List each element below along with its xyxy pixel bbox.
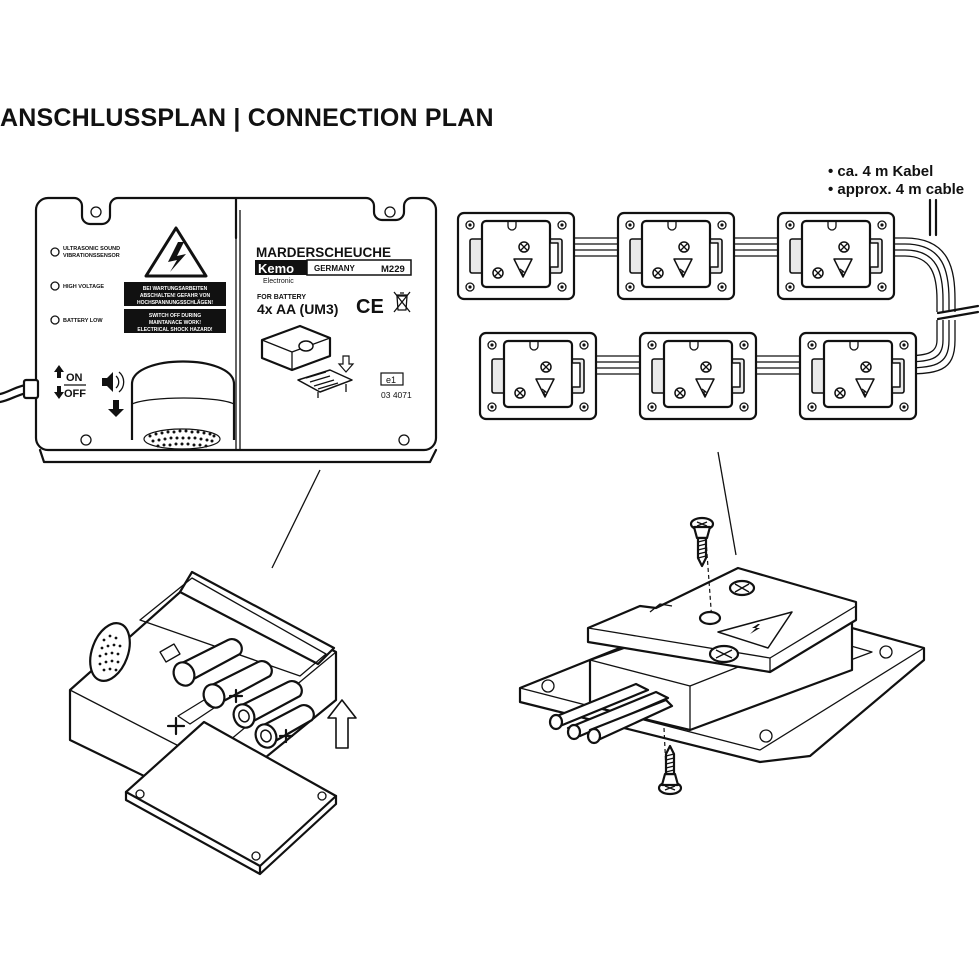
cable-note-en: approx. 4 m cable: [828, 181, 964, 199]
battery-detail: [68, 570, 357, 876]
screw-icon: [657, 744, 683, 796]
e-mark: e1: [386, 375, 396, 385]
ultrasonic-label-2: VIBRATIONSSENSOR: [63, 253, 120, 259]
arrow-down-icon: [108, 400, 124, 417]
screw-icon: [689, 516, 715, 568]
battery-heading: FOR BATTERY: [257, 294, 306, 301]
product-name: MARDERSCHEUCHE: [256, 245, 391, 260]
warning-de-2: ABSCHALTEN! GEFAHR VON: [140, 293, 211, 299]
ce-mark: CE: [356, 296, 384, 318]
warning-en-3: ELECTRICAL SHOCK HAZARD!: [137, 327, 213, 333]
model-number: M229: [381, 264, 405, 275]
battery-compartment-sketch: [260, 324, 355, 398]
high-voltage-led: [50, 281, 60, 291]
ultrasonic-led: [50, 247, 60, 257]
warning-en-2: MAINTANACE WORK!: [149, 320, 201, 326]
page-title: ANSCHLUSSPLAN | CONNECTION PLAN: [0, 104, 494, 132]
electrode-detail: [518, 516, 926, 796]
power-switch: ON OFF: [54, 365, 86, 400]
switch-off-label: OFF: [64, 388, 86, 400]
warning-de-1: BEI WARTUNGSARBEITEN: [143, 286, 208, 292]
switch-on-label: ON: [66, 372, 83, 384]
sensor-dome: [130, 360, 236, 450]
speaker-icon: [102, 371, 125, 393]
country-label: GERMANY: [314, 264, 356, 273]
electrode-chain: [456, 198, 980, 421]
ultrasonic-label-1: ULTRASONIC SOUND: [63, 246, 120, 252]
brand-sub: Electronic: [263, 278, 294, 285]
battery-low-label: BATTERY LOW: [63, 318, 103, 324]
warning-de-3: HOCHSPANNUNGSSCHLÄGEN!: [137, 299, 213, 306]
high-voltage-icon: [144, 226, 208, 278]
warning-en-1: SWITCH OFF DURING: [149, 313, 201, 319]
deterrent-device: ULTRASONIC SOUND VIBRATIONSSENSOR HIGH V…: [0, 196, 438, 464]
weee-bin-icon: [393, 291, 411, 313]
high-voltage-label: HIGH VOLTAGE: [63, 284, 104, 290]
cable-length-note: ca. 4 m Kabel approx. 4 m cable: [828, 163, 964, 199]
approval-number: 03 4071: [381, 390, 412, 400]
battery-type: 4x AA (UM3): [257, 301, 338, 317]
brand-logo: Kemo: [258, 261, 294, 276]
cable-note-de: ca. 4 m Kabel: [828, 163, 964, 181]
battery-low-led: [50, 315, 60, 325]
